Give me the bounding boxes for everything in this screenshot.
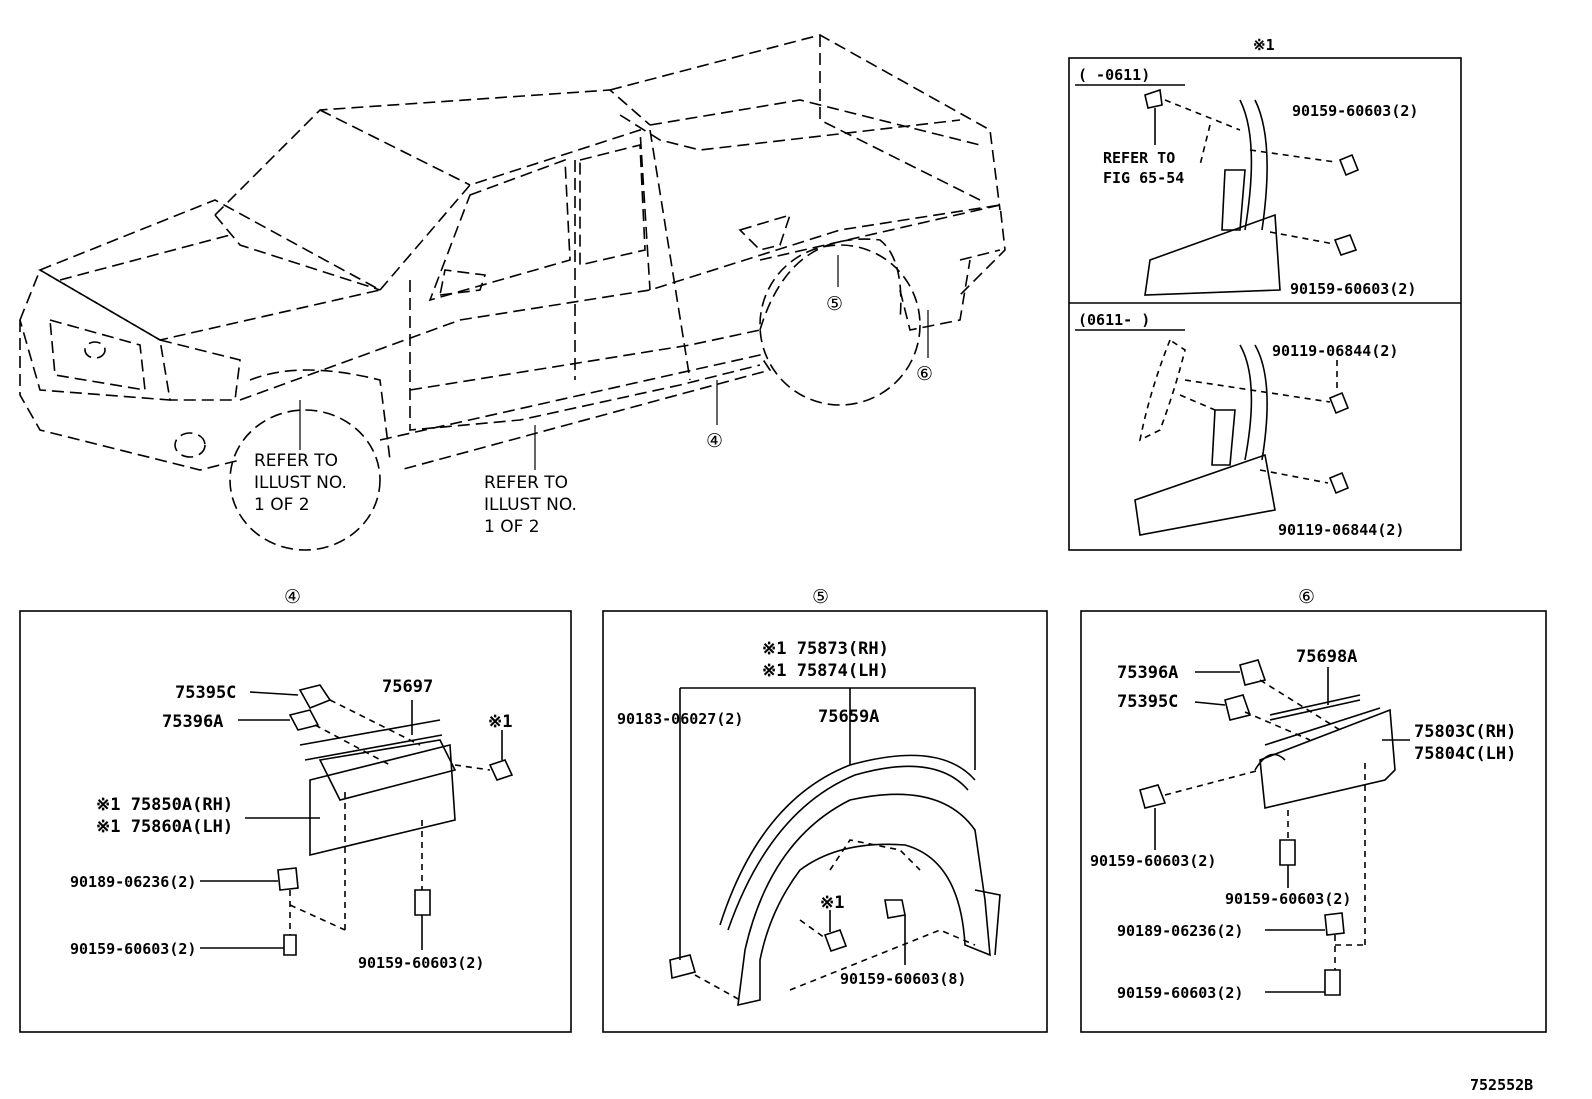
inset-part-1a: 90159-60603(2) [1292,102,1418,120]
p4-note: ※1 [488,712,512,732]
p4-75850a: ※1 75850A(RH) [96,795,233,815]
p6-90159-b: 90159-60603(2) [1225,890,1351,908]
main-leaders [299,255,929,470]
svg-text:1 OF 2: 1 OF 2 [254,495,310,515]
refer-fig-line2: FIG 65-54 [1103,169,1184,187]
range-upper: ( -0611) [1078,66,1150,84]
range-lower: (0611- ) [1078,311,1150,329]
p6-75698a: 75698A [1296,647,1357,667]
inset-frames [1068,57,1462,551]
inset-part-2b: 90119-06844(2) [1278,521,1404,539]
p4-75396a: 75396A [162,712,223,732]
p4-90159-left: 90159-60603(2) [70,940,196,958]
p6-90189: 90189-06236(2) [1117,922,1243,940]
p4-75860a: ※1 75860A(LH) [96,817,233,837]
svg-text:1 OF 2: 1 OF 2 [484,517,540,537]
p4-90159-right: 90159-60603(2) [358,954,484,972]
svg-text:REFER TO: REFER TO [254,451,338,471]
diagram-id: 752552B [1470,1076,1533,1094]
p6-75804c: 75804C(LH) [1414,744,1516,764]
p5-90159: 90159-60603(8) [840,970,966,988]
panel5-title: ⑤ [812,586,829,608]
p5-75873: ※1 75873(RH) [762,639,889,659]
p6-75803c: 75803C(RH) [1414,722,1516,742]
panel6-parts [1139,659,1410,996]
callout-5-main: ⑤ [826,293,843,315]
p6-75395c: 75395C [1117,692,1178,712]
panel6-frame [1080,610,1547,1033]
callout-6-main: ⑥ [916,363,933,385]
panel4-frame [19,610,572,1033]
p5-90183: 90183-06027(2) [617,710,743,728]
p6-90159-c: 90159-60603(2) [1117,984,1243,1002]
inset-parts-upper [1144,88,1360,296]
refer-illust-side: REFER TO ILLUST NO. 1 OF 2 [484,473,577,537]
inset-note: ※1 [1253,36,1275,54]
panel6-title: ⑥ [1298,586,1315,608]
p6-90159-a: 90159-60603(2) [1090,852,1216,870]
inset-parts-lower [1134,338,1350,536]
p6-75396a: 75396A [1117,663,1178,683]
p5-75659a: 75659A [818,707,879,727]
truck-illustration [19,34,1006,551]
p4-75697: 75697 [382,677,433,697]
panel5-frame [602,610,1048,1033]
p4-75395c: 75395C [175,683,236,703]
svg-text:REFER TO: REFER TO [484,473,568,493]
panel5-parts [669,687,1001,1007]
inset-part-2a: 90119-06844(2) [1272,342,1398,360]
refer-fig-line1: REFER TO [1103,149,1175,167]
panel4-title: ④ [284,586,301,608]
svg-text:ILLUST NO.: ILLUST NO. [484,495,577,515]
p4-90189: 90189-06236(2) [70,873,196,891]
svg-text:ILLUST NO.: ILLUST NO. [254,473,347,493]
inset-part-1b: 90159-60603(2) [1290,280,1416,298]
p5-75874: ※1 75874(LH) [762,661,889,681]
refer-illust-front: REFER TO ILLUST NO. 1 OF 2 [254,451,347,515]
p5-note: ※1 [820,893,844,913]
panel4-parts [200,684,514,956]
main-callouts: ⑤ ⑥ ④ [706,293,933,452]
callout-4-main: ④ [706,430,723,452]
